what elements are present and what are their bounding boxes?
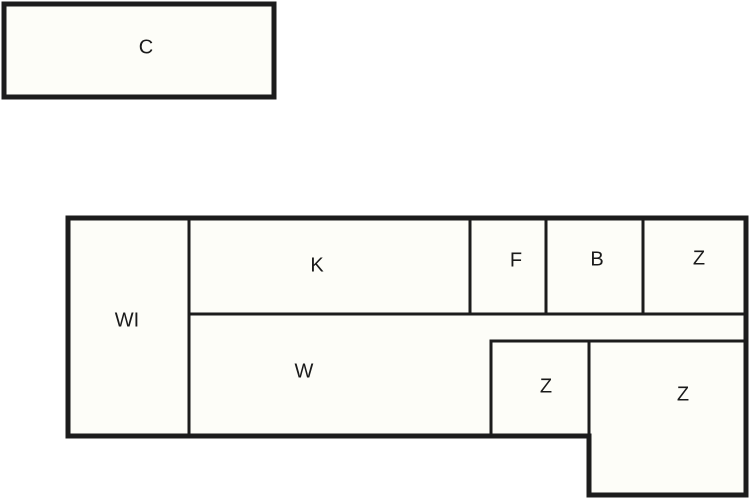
room-b-label: B: [590, 248, 603, 270]
room-f-label: F: [510, 249, 522, 271]
room-z-right-label: Z: [677, 383, 689, 405]
room-z-mid-label: Z: [540, 375, 552, 397]
room-wi-label: WI: [115, 309, 139, 331]
room-z-top-label: Z: [693, 247, 705, 269]
room-c-label: C: [139, 36, 153, 58]
room-c-outline: [1, 1, 277, 100]
room-w-label: W: [295, 360, 314, 382]
room-k-label: K: [310, 254, 324, 276]
